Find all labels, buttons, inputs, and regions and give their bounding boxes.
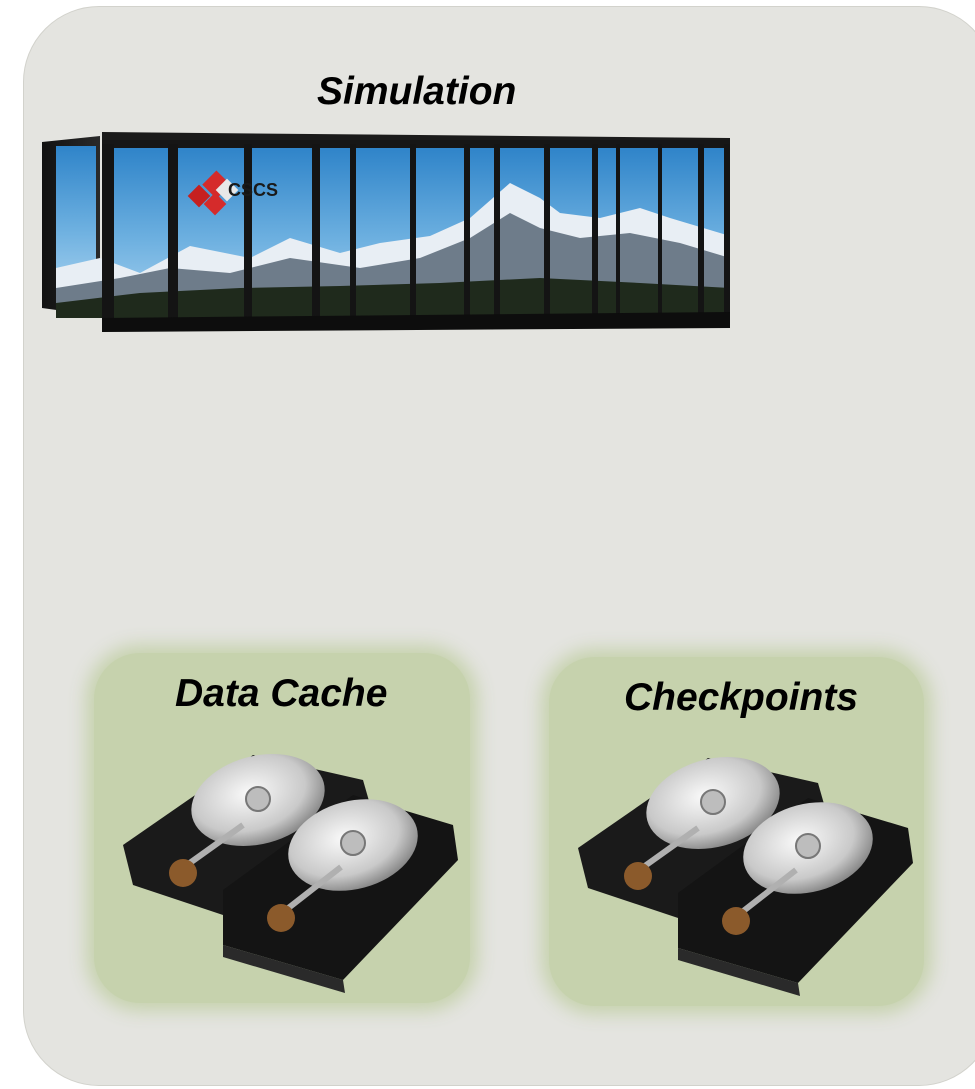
hard-drive-icon bbox=[568, 738, 918, 998]
data-cache-title: Data Cache bbox=[175, 672, 388, 715]
hard-drive-icon bbox=[113, 735, 463, 995]
supercomputer-image bbox=[40, 118, 740, 333]
checkpoints-title: Checkpoints bbox=[624, 676, 859, 719]
simulation-title: Simulation bbox=[317, 70, 517, 113]
cscs-logo-text: CSCS bbox=[228, 180, 279, 200]
